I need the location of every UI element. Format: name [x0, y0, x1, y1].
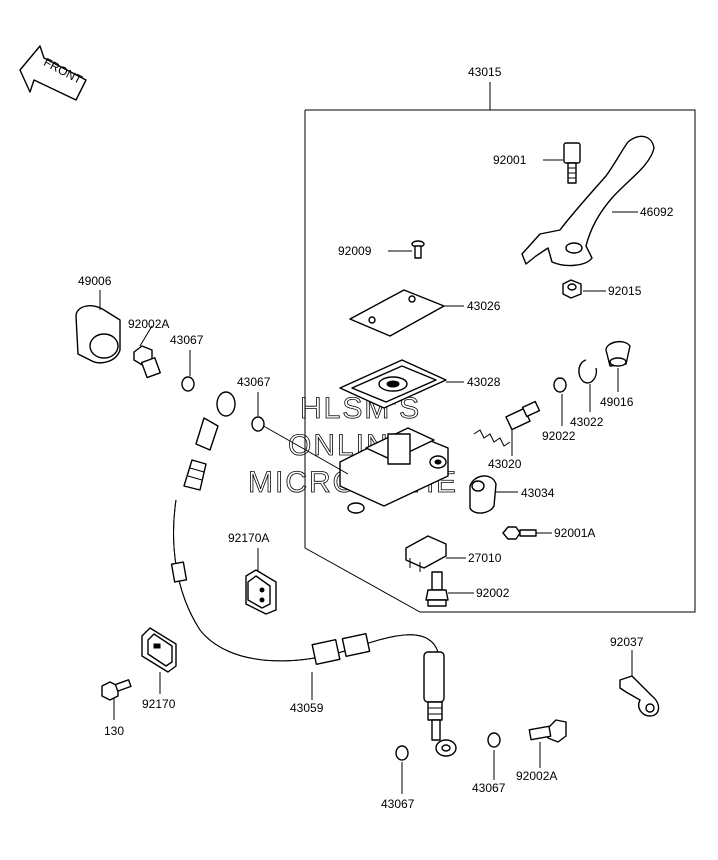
- part-label-130: 130: [104, 724, 124, 738]
- part-label-92037: 92037: [610, 635, 644, 649]
- part-label-43028: 43028: [467, 375, 501, 389]
- banjo-bolt-92002A-bottom-icon: [528, 719, 567, 743]
- assembly-label: 43015: [468, 65, 502, 79]
- part-label-92009: 92009: [338, 244, 372, 258]
- part-label-92001: 92001: [493, 153, 527, 167]
- diaphragm-43028-icon: [339, 359, 447, 409]
- part-label-92015: 92015: [608, 284, 642, 298]
- part-label-92002A-top: 92002A: [128, 317, 169, 331]
- washer-43067-d-icon: [487, 732, 501, 748]
- part-label-92002: 92002: [476, 586, 510, 600]
- screw-92009-icon: [411, 240, 425, 259]
- part-label-43067-a: 43067: [170, 333, 204, 347]
- part-label-27010: 27010: [468, 551, 502, 565]
- guide-92037-icon: [619, 675, 660, 717]
- bolt-92001-icon: [563, 142, 581, 184]
- washer-92022-icon: [553, 377, 567, 393]
- part-label-92002A-bottom: 92002A: [516, 769, 557, 783]
- clamp-92170A-icon: [245, 569, 277, 615]
- part-label-92001A: 92001A: [554, 526, 595, 540]
- part-label-92170: 92170: [142, 697, 176, 711]
- part-label-43067-d: 43067: [472, 781, 506, 795]
- master-cylinder-assembly-box: [304, 82, 696, 613]
- part-label-92022: 92022: [542, 429, 576, 443]
- holder-43034-icon: [469, 475, 497, 514]
- part-label-43026: 43026: [467, 299, 501, 313]
- part-label-49006: 49006: [78, 274, 112, 288]
- part-label-43067-c: 43067: [381, 797, 415, 811]
- front-arrow-icon: FRONT: [19, 45, 87, 101]
- banjo-bolt-92002-icon: [425, 571, 449, 607]
- brake-switch-27010-icon: [405, 535, 447, 572]
- bolt-92001A-icon: [502, 526, 537, 540]
- reservoir-cap-43026-icon: [349, 289, 445, 337]
- clamp-92170-icon: [141, 627, 177, 673]
- master-cylinder-body-icon: [339, 427, 449, 514]
- nut-92015-icon: [562, 279, 582, 299]
- bolt-130-icon: [101, 679, 132, 701]
- piston-spring-43020-icon: [473, 400, 541, 447]
- part-label-43022: 43022: [570, 415, 604, 429]
- part-label-43067-b: 43067: [237, 375, 271, 389]
- brake-lever-46092-icon: [521, 135, 655, 267]
- part-label-43059: 43059: [290, 701, 324, 715]
- part-label-43020: 43020: [488, 457, 522, 471]
- washer-43067-b-icon: [251, 416, 265, 432]
- part-label-46092: 46092: [640, 205, 674, 219]
- banjo-cap-49006-icon: [75, 305, 121, 364]
- dust-boot-49016-icon: [605, 340, 631, 367]
- brake-hose-43059-icon: [170, 391, 457, 757]
- part-label-43034: 43034: [521, 486, 555, 500]
- banjo-bolt-92002A-top-icon: [133, 345, 161, 379]
- circlip-43022-icon: [578, 359, 598, 384]
- washer-43067-c-icon: [395, 745, 409, 761]
- washer-43067-a-icon: [181, 376, 195, 392]
- part-label-49016: 49016: [600, 395, 634, 409]
- part-label-92170A: 92170A: [228, 531, 269, 545]
